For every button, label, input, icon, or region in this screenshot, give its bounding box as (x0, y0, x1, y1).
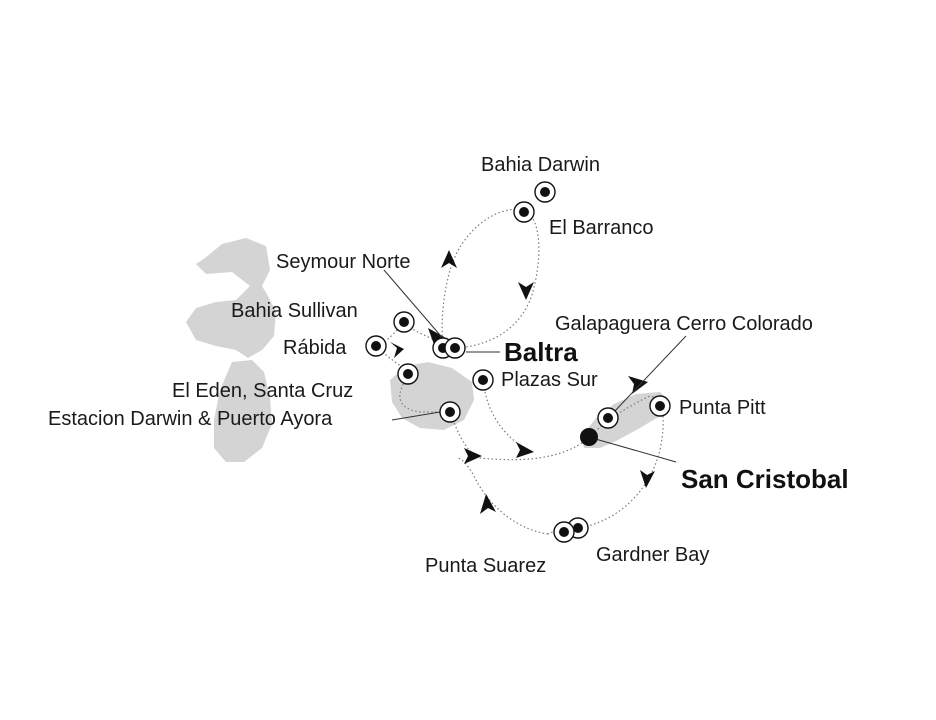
label-plazas-sur: Plazas Sur (501, 369, 598, 391)
label-seymour-norte: Seymour Norte (276, 251, 411, 273)
isabela-island (186, 238, 276, 462)
label-punta-suarez: Punta Suarez (425, 555, 547, 577)
leader-lines (383, 269, 687, 463)
arrow-plazas (516, 442, 534, 458)
label-san-cristobal: San Cristobal (681, 464, 849, 494)
leader-seymour (383, 269, 447, 343)
label-baltra: Baltra (504, 337, 578, 367)
san-cristobal-island (582, 392, 670, 448)
leader-san-cristobal (591, 437, 677, 463)
label-rabida: Rábida (283, 337, 347, 359)
label-galapaguera: Galapaguera Cerro Colorado (555, 313, 813, 335)
marker-punta-pitt[interactable] (649, 395, 671, 417)
route-arrows (390, 250, 655, 514)
marker-san-cristobal-port[interactable] (580, 428, 598, 446)
arrow-rabida (390, 342, 404, 358)
marker-estacion-darwin[interactable] (439, 401, 461, 423)
label-punta-pitt: Punta Pitt (679, 397, 766, 419)
marker-rabida[interactable] (365, 335, 387, 357)
marker-bahia-darwin[interactable] (534, 181, 556, 203)
label-bahia-sullivan: Bahia Sullivan (231, 300, 358, 322)
arrow-suarez (480, 494, 496, 514)
marker-baltra[interactable] (444, 337, 466, 359)
marker-el-eden[interactable] (397, 363, 419, 385)
arrow-santa-cruz (464, 448, 482, 464)
arrow-baltra (428, 328, 446, 350)
arrow-barranco (518, 282, 534, 300)
marker-plazas-sur[interactable] (472, 369, 494, 391)
arrow-galapaguera (628, 376, 648, 394)
markers (365, 181, 671, 543)
label-el-eden: El Eden, Santa Cruz (172, 380, 354, 402)
marker-el-barranco[interactable] (513, 201, 535, 223)
label-el-barranco: El Barranco (549, 217, 654, 239)
label-estacion-darwin: Estacion Darwin & Puerto Ayora (48, 408, 333, 430)
label-bahia-darwin: Bahia Darwin (481, 154, 600, 176)
marker-punta-suarez[interactable] (553, 521, 575, 543)
leader-galapaguera (613, 335, 687, 413)
label-gardner-bay: Gardner Bay (596, 544, 710, 566)
arrow-seymour (441, 250, 457, 268)
leader-estacion (391, 411, 441, 421)
marker-galapaguera[interactable] (597, 407, 619, 429)
marker-bahia-sullivan[interactable] (393, 311, 415, 333)
arrow-punta-pitt (640, 470, 655, 488)
